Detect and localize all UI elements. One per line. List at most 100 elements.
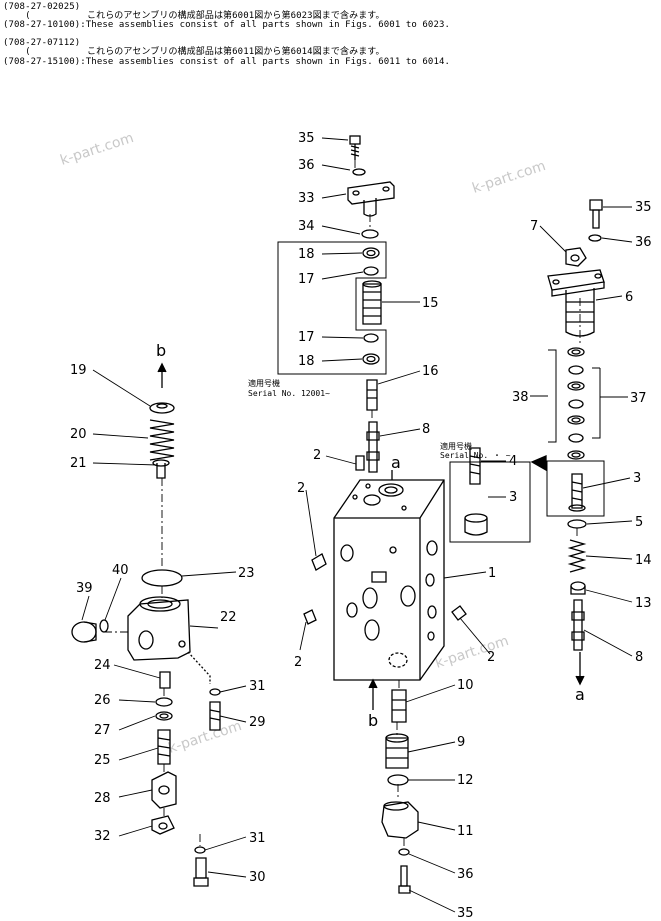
spring-14 — [567, 539, 587, 573]
header-line: (これらのアセンブリの構成部品は第6001図から第6023図まで含みます。 — [3, 11, 385, 21]
header-line: (708-27-15100):These assemblies consist … — [3, 57, 451, 67]
callout-2: 2 — [313, 448, 321, 463]
watermark-text: k-part.com — [433, 633, 510, 672]
callout-19: 19 — [70, 363, 87, 378]
callout-35: 35 — [457, 906, 474, 921]
oring-5 — [567, 519, 587, 529]
serial-box-right — [449, 447, 547, 543]
serial-note-en: Serial No. ・ ~ — [440, 451, 511, 460]
screw-3-right — [568, 473, 586, 512]
plug-24 — [159, 671, 171, 689]
plug-39 — [71, 621, 97, 643]
callout-3: 3 — [633, 471, 641, 486]
bolt-29 — [209, 701, 221, 731]
washer-31-top — [209, 688, 221, 696]
callout-28: 28 — [94, 791, 111, 806]
callout-34: 34 — [298, 219, 315, 234]
callout-13: 13 — [635, 596, 652, 611]
callout-6: 6 — [625, 290, 633, 305]
header-line: (708-27-10100):These assemblies consist … — [3, 20, 451, 30]
spool-8-right — [571, 599, 585, 651]
center-lines — [104, 160, 581, 846]
spring-20 — [149, 419, 175, 461]
stopper-21 — [152, 459, 170, 479]
callout-33: 33 — [298, 191, 315, 206]
seal-stack — [567, 347, 585, 460]
washer-36-bottom — [398, 848, 410, 856]
callout-14: 14 — [635, 553, 652, 568]
flange-33 — [347, 181, 395, 217]
screw-25 — [157, 729, 171, 765]
callout-4: 4 — [509, 454, 517, 469]
bracket-38 — [548, 349, 557, 443]
plugs-2 — [303, 455, 467, 625]
bolt-30 — [193, 857, 209, 887]
washer-31-bottom — [194, 846, 206, 854]
arrow-right-to-box — [530, 455, 547, 472]
callout-12: 12 — [457, 773, 474, 788]
watermark-text: k-part.com — [58, 130, 135, 169]
callout-21: 21 — [70, 456, 87, 471]
spool-8-center — [366, 421, 380, 473]
callout-23: 23 — [238, 566, 255, 581]
ring-26 — [155, 697, 173, 707]
valve-body-1 — [333, 479, 445, 681]
callout-numbers: 35 36 33 34 18 17 15 17 18 16 8 7 35 36 … — [70, 131, 652, 921]
callout-36: 36 — [457, 867, 474, 882]
watermark-text: k-part.com — [166, 718, 243, 757]
serial-note-jp: 適用号機 — [440, 441, 472, 451]
cap-3-left — [464, 513, 488, 536]
oring-17-bottom — [363, 333, 379, 343]
callout-15: 15 — [422, 296, 439, 311]
washer-36-right — [588, 234, 602, 242]
oring-12 — [387, 774, 409, 786]
serial-note-jp: 適用号機 — [248, 378, 280, 388]
callout-9: 9 — [457, 735, 465, 750]
callout-35: 35 — [635, 200, 652, 215]
bolt-35-bottom — [398, 865, 411, 894]
center-top-parts — [277, 135, 395, 473]
nut-32 — [151, 815, 175, 835]
flow-label-a: a — [391, 453, 401, 472]
callout-30: 30 — [249, 870, 266, 885]
callout-2: 2 — [294, 655, 302, 670]
callout-25: 25 — [94, 753, 111, 768]
plug-16 — [366, 379, 378, 411]
flow-arrows — [157, 362, 585, 710]
flow-letters: b a b a — [156, 341, 585, 730]
callout-17: 17 — [298, 272, 315, 287]
housing-22 — [127, 596, 211, 684]
flange-28 — [151, 771, 177, 809]
callout-29: 29 — [249, 715, 266, 730]
screw-4 — [469, 447, 481, 485]
oring-40 — [99, 619, 109, 633]
callout-16: 16 — [422, 364, 439, 379]
callout-31: 31 — [249, 831, 266, 846]
flow-label-a: a — [575, 685, 585, 704]
flow-label-b: b — [156, 341, 166, 360]
nut-7 — [565, 247, 587, 267]
callout-18: 18 — [298, 354, 315, 369]
callout-10: 10 — [457, 678, 474, 693]
group-box-3 — [546, 460, 605, 517]
valve-15 — [362, 280, 382, 325]
callout-17: 17 — [298, 330, 315, 345]
center-bottom-parts — [381, 689, 419, 894]
flow-label-b: b — [368, 711, 378, 730]
bolt-35-right — [589, 199, 603, 229]
oring-23 — [141, 569, 183, 587]
callout-20: 20 — [70, 427, 87, 442]
callout-8: 8 — [422, 422, 430, 437]
callout-40: 40 — [112, 563, 129, 578]
callout-22: 22 — [220, 610, 237, 625]
sleeve-9 — [385, 733, 409, 769]
ring-18-top — [362, 247, 380, 259]
oring-17-top — [363, 266, 379, 276]
callout-27: 27 — [94, 723, 111, 738]
leader-lines — [81, 137, 633, 913]
bolt-35-top — [349, 135, 361, 160]
callout-35: 35 — [298, 131, 315, 146]
callout-18: 18 — [298, 247, 315, 262]
seat-13 — [570, 581, 586, 595]
